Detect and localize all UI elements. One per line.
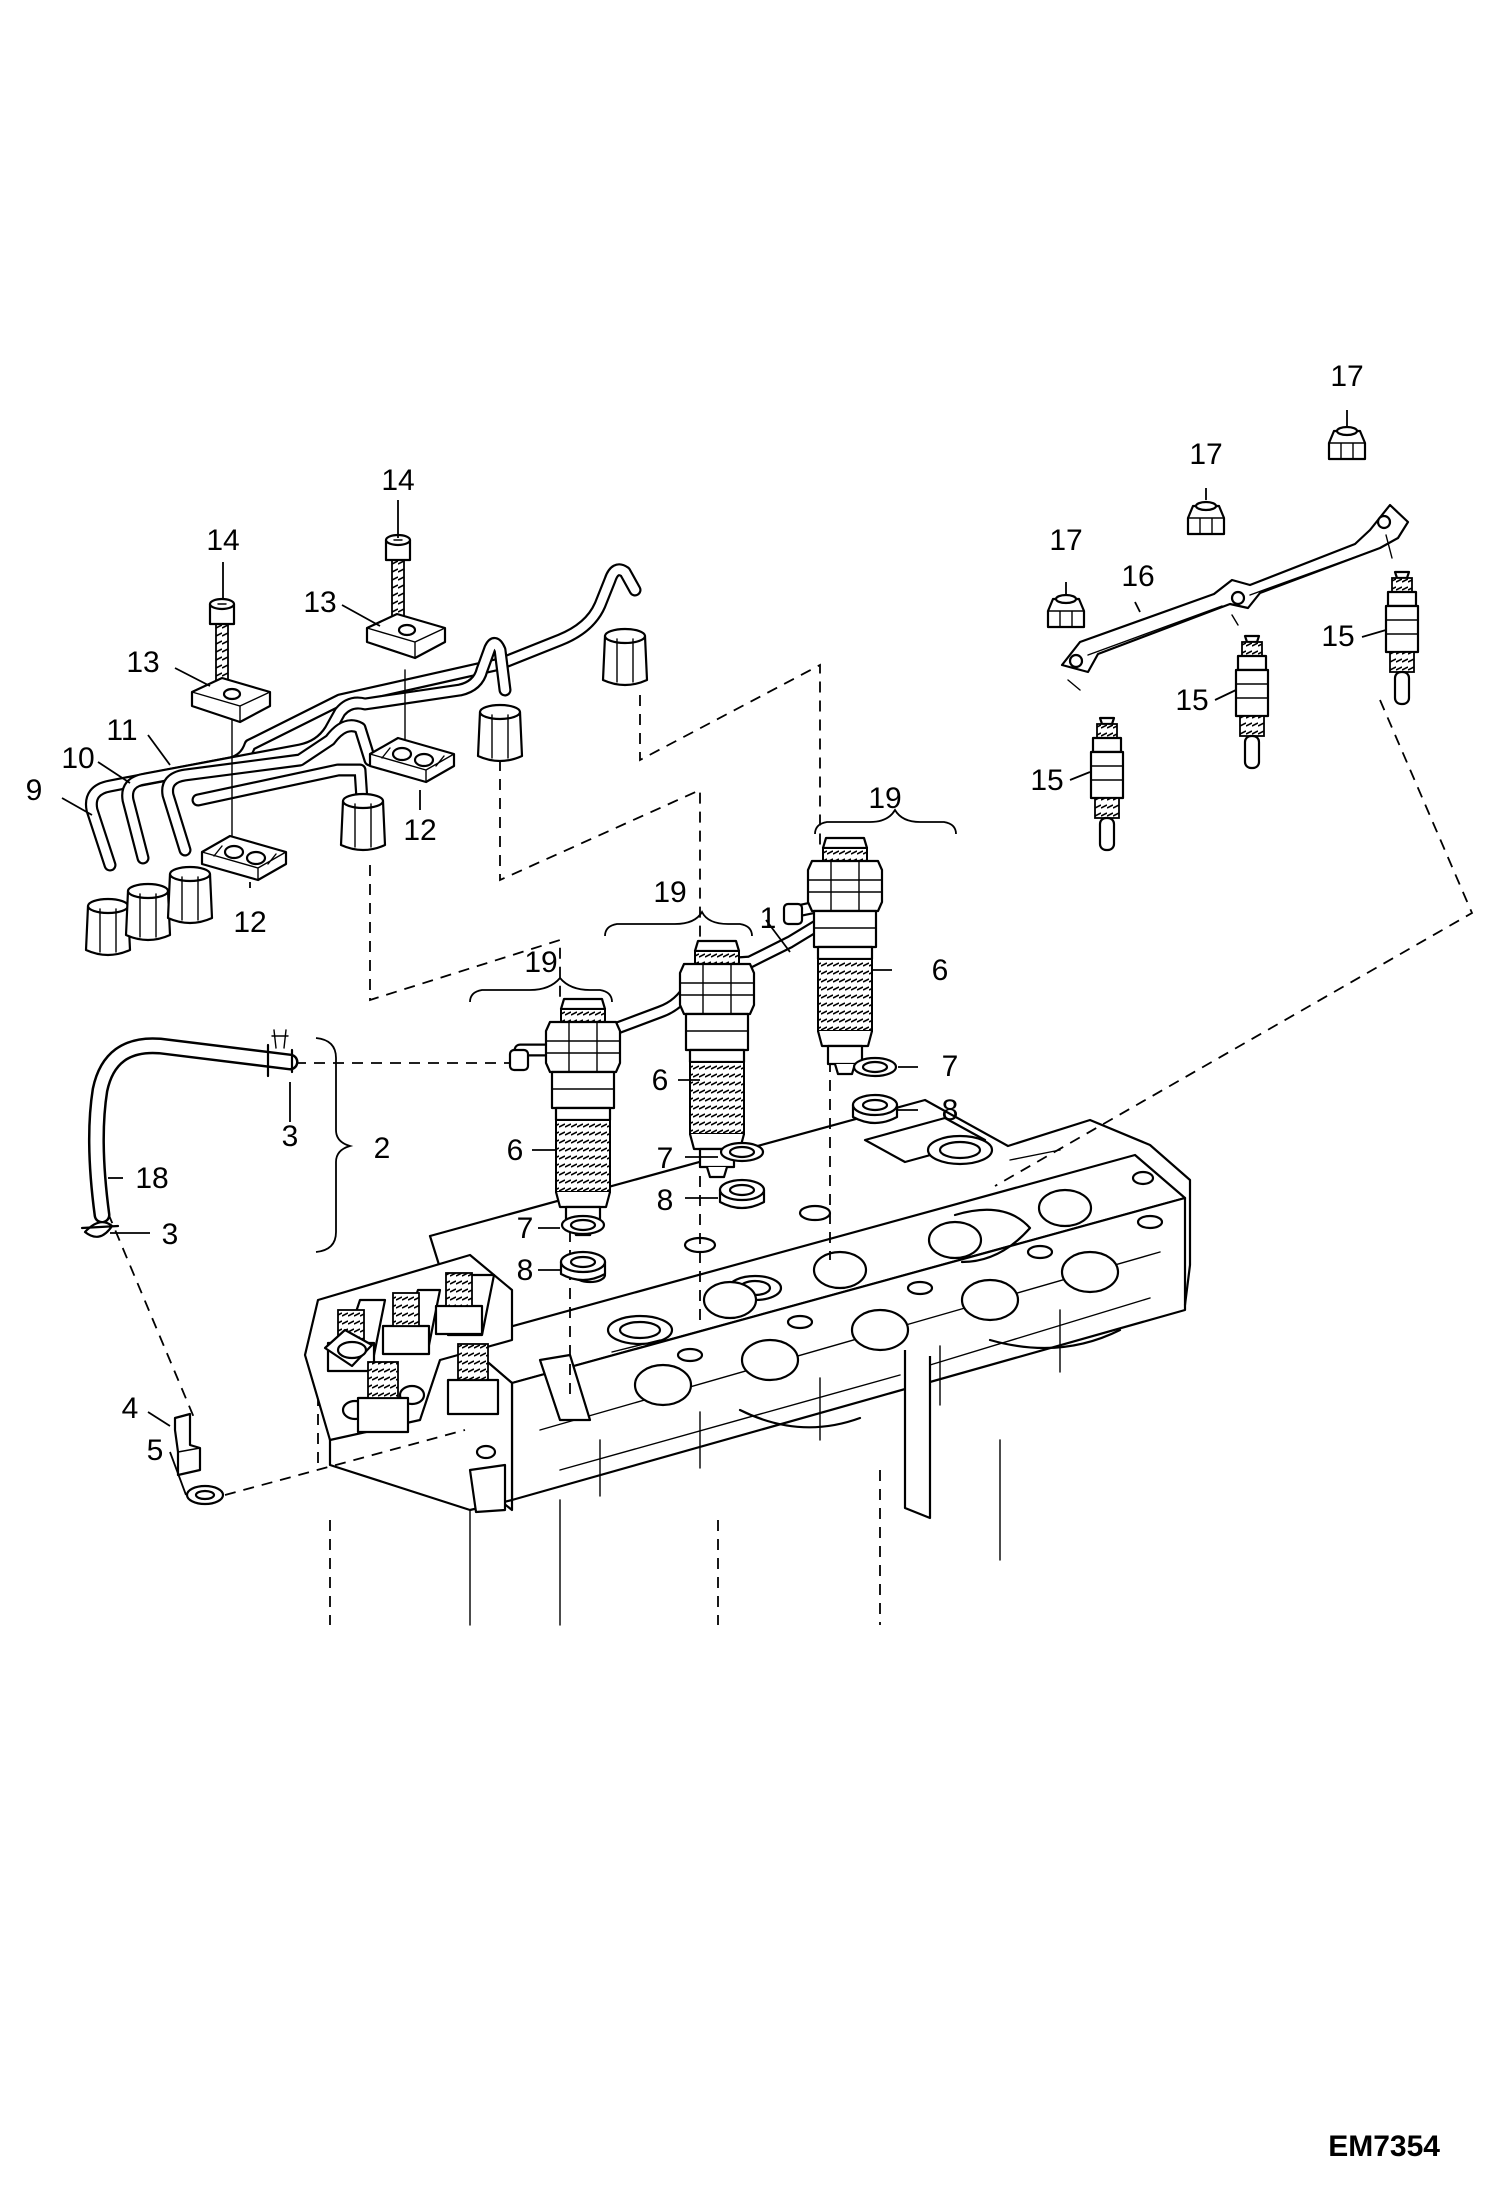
callout-9: 9 bbox=[26, 774, 43, 807]
callout-3: 3 bbox=[282, 1120, 299, 1153]
callout-19: 19 bbox=[653, 876, 686, 909]
callout-7: 7 bbox=[657, 1142, 674, 1175]
callout-17: 17 bbox=[1189, 438, 1222, 471]
callout-15: 15 bbox=[1321, 620, 1354, 653]
callout-18: 18 bbox=[135, 1162, 168, 1195]
callout-12: 12 bbox=[233, 906, 266, 939]
callout-8: 8 bbox=[942, 1094, 959, 1127]
figure-code: EM7354 bbox=[1328, 2130, 1440, 2163]
callout-brackets bbox=[315, 808, 957, 1253]
callout-16: 16 bbox=[1121, 560, 1154, 593]
callout-15: 15 bbox=[1175, 684, 1208, 717]
callout-19: 19 bbox=[868, 782, 901, 815]
callout-8: 8 bbox=[517, 1254, 534, 1287]
injection-pump bbox=[303, 1253, 514, 1514]
callout-6: 6 bbox=[652, 1064, 669, 1097]
callout-10: 10 bbox=[61, 742, 94, 775]
callout-14: 14 bbox=[206, 524, 239, 557]
callout-6: 6 bbox=[932, 954, 949, 987]
callout-19: 19 bbox=[524, 946, 557, 979]
callout-11: 11 bbox=[106, 714, 137, 747]
callout-13: 13 bbox=[303, 586, 336, 619]
callout-5: 5 bbox=[147, 1434, 164, 1467]
injection-pipes bbox=[84, 563, 642, 872]
callout-2: 2 bbox=[374, 1132, 391, 1165]
callout-14: 14 bbox=[381, 464, 414, 497]
callout-15: 15 bbox=[1030, 764, 1063, 797]
leak-off-hose bbox=[80, 1029, 299, 1506]
fuel-injectors bbox=[508, 836, 884, 1237]
pipe-clamps bbox=[190, 533, 456, 882]
callout-7: 7 bbox=[517, 1212, 534, 1245]
callout-6: 6 bbox=[507, 1134, 524, 1167]
glow-plug-assembly bbox=[1046, 425, 1420, 852]
callout-3: 3 bbox=[162, 1218, 179, 1251]
callout-12: 12 bbox=[403, 814, 436, 847]
callout-17: 17 bbox=[1330, 360, 1363, 393]
callout-leaders bbox=[61, 410, 1387, 1496]
callout-7: 7 bbox=[942, 1050, 959, 1083]
cylinder-head bbox=[317, 1098, 1192, 1626]
callout-1: 1 bbox=[760, 902, 777, 935]
callout-8: 8 bbox=[657, 1184, 674, 1217]
callout-17: 17 bbox=[1049, 524, 1082, 557]
callout-labels: 1 2 3 3 4 5 6 6 6 7 7 7 8 8 8 9 10 11 12… bbox=[26, 360, 1364, 1467]
callout-13: 13 bbox=[126, 646, 159, 679]
callout-4: 4 bbox=[122, 1392, 139, 1425]
pump-end-nuts bbox=[84, 865, 214, 957]
